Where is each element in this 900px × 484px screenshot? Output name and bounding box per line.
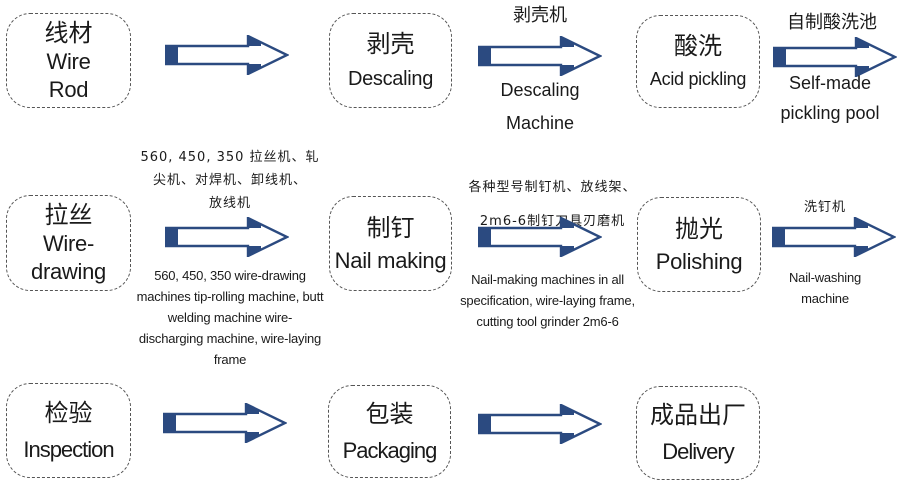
step-label-zh: 检验	[44, 398, 93, 427]
step-label-en: Descaling	[347, 67, 434, 90]
flow-arrow-icon	[165, 35, 289, 75]
equipment-pickling-pool-en: Self-made pickling pool	[780, 73, 880, 123]
step-descaling: 剥壳 Descaling	[329, 13, 452, 108]
equipment-wire-drawing-en: 560, 450, 350 wire-drawing machines tip-…	[136, 268, 324, 367]
equipment-wire-drawing-zh: 560, 450, 350 拉丝机、轧 尖机、对焊机、卸线机、 放线机	[140, 150, 320, 211]
step-label-en: Wire-	[42, 231, 95, 256]
flow-arrow-icon	[163, 403, 287, 443]
flow-arrow-icon	[478, 404, 602, 444]
equipment-pickling-pool-zh: 自制酸洗池	[787, 12, 877, 33]
step-label-zh: 拉丝	[44, 201, 93, 229]
equipment-nail-washing-en: Nail-washing machine	[788, 270, 862, 306]
flow-arrow-icon	[478, 217, 602, 257]
equipment-nail-washing-zh: 洗钉机	[803, 200, 846, 215]
flow-arrow-icon	[478, 36, 602, 76]
step-label-en: Nail making	[334, 247, 447, 273]
step-packaging: 包装 Packaging	[328, 385, 451, 478]
step-wire-drawing: 拉丝 Wire- drawing	[6, 195, 131, 291]
step-label-zh: 线材	[44, 18, 93, 47]
step-label-zh: 包装	[365, 399, 414, 428]
step-label-en: Wire	[46, 48, 91, 74]
step-label-zh: 剥壳	[366, 29, 415, 58]
equipment-descaling-machine-zh: 剥壳机	[513, 5, 567, 26]
step-label-zh: 制钉	[366, 213, 415, 242]
step-inspection: 检验 Inspection	[6, 383, 131, 478]
step-nail-making: 制钉 Nail making	[329, 196, 452, 291]
flow-arrow-icon	[773, 37, 897, 77]
step-label-zh: 成品出厂	[650, 401, 746, 429]
equipment-nail-making-zh: 各种型号制钉机、放线架、 2m6-6制钉刀具刃磨机	[468, 180, 637, 229]
step-label-en: Acid pickling	[649, 68, 747, 89]
equipment-descaling-machine-en: Descaling Machine	[500, 80, 580, 133]
step-label-zh: 抛光	[675, 214, 723, 243]
step-acid-pickling: 酸洗 Acid pickling	[636, 15, 760, 108]
step-label-zh: 酸洗	[674, 31, 722, 60]
step-label-en: Polishing	[655, 248, 743, 274]
step-delivery: 成品出厂 Delivery	[636, 386, 760, 480]
step-polishing: 抛光 Polishing	[637, 197, 761, 292]
equipment-nail-making-en: Nail-making machines in all specificatio…	[460, 272, 635, 329]
step-label-en: Packaging	[342, 437, 438, 463]
step-label-en: Rod	[48, 76, 89, 102]
flow-arrow-icon	[772, 217, 896, 257]
step-label-en: drawing	[31, 259, 106, 284]
step-label-en: Delivery	[662, 439, 734, 464]
step-wire-rod: 线材 Wire Rod	[6, 13, 131, 108]
step-label-en: Inspection	[23, 436, 114, 462]
flow-arrow-icon	[165, 217, 289, 257]
